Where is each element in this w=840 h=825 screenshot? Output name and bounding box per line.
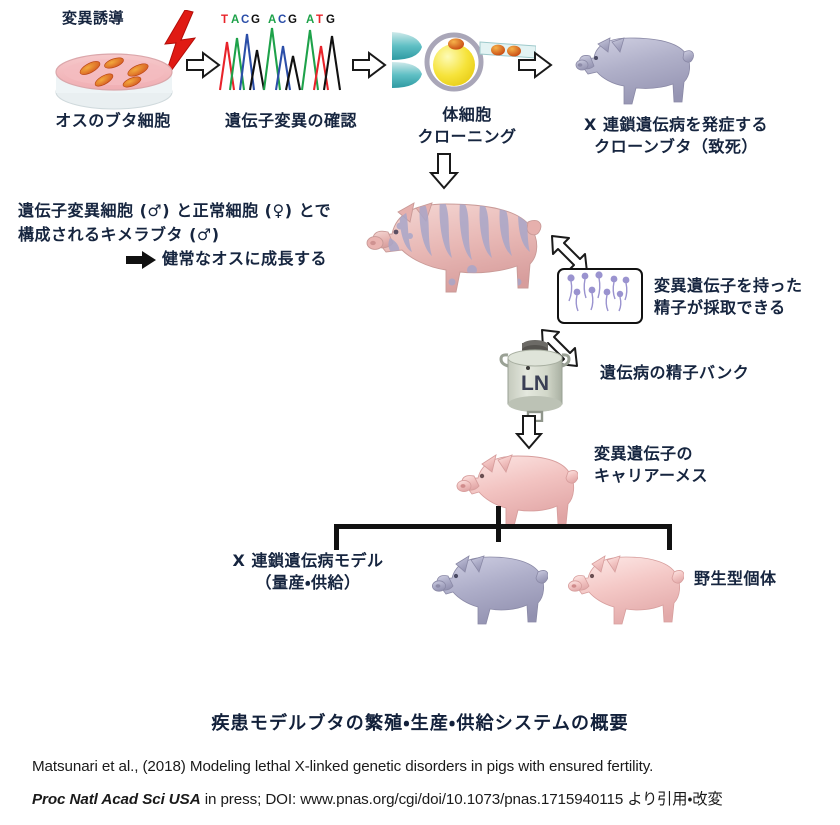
svg-text:A: A [306,14,314,26]
clone-pig-icon [566,18,702,117]
male-pig-cells-label: オスのブタ細胞 [55,111,171,130]
clone-pig-label: X 連鎖遺伝病を発症する クローンブタ（致死） [584,115,768,156]
solid-arrow-right-icon [126,251,156,274]
citation-doi: in press; DOI: www.pnas.org/cgi/doi/10.1… [200,791,723,808]
sperm-sample-box [557,268,643,324]
disease-model-pig-icon [428,542,549,635]
arrow-down-to-chimera [428,153,460,190]
chimera-pig-icon [352,186,552,303]
chimera-label-line2: 構成されるキメラブタ (♂) [18,225,220,244]
svg-text:C: C [278,14,286,26]
mutagenesis-label: 変異誘導 [62,9,125,27]
bracket-left-drop [334,524,339,550]
journal-name: Proc Natl Acad Sci USA [32,791,201,808]
wildtype-label: 野生型個体 [694,569,777,588]
svg-text:T: T [316,14,323,26]
disease-model-label: X 連鎖遺伝病モデル （量産・供給） [232,551,384,592]
bracket-right-drop [667,524,672,550]
svg-text:T: T [221,14,228,26]
arrow-right-1 [186,51,221,79]
arrow-down-to-carrier [514,415,544,450]
arrow-right-2 [352,51,387,79]
svg-text:A: A [268,14,276,26]
svg-text:G: G [251,14,260,26]
svg-text:LN: LN [521,372,549,395]
nuclear-transfer-icon [392,20,537,101]
figure-title: 疾患モデルブタの繁殖・生産・供給システムの概要 [211,713,629,734]
sequencing-chromatogram-icon: T A C G A C G A T G [218,12,360,97]
citation-line-2: Proc Natl Acad Sci USA in press; DOI: ww… [32,787,723,809]
carrier-female-label: 変異遺伝子の キャリアーメス [594,444,708,485]
liquid-nitrogen-tank-icon: LN [492,336,578,427]
petri-dish-icon [48,46,180,117]
svg-text:A: A [231,14,239,26]
lightning-bolt-icon [155,9,201,87]
mutation-confirmation-label: 遺伝子変異の確認 [224,111,357,130]
svg-text:C: C [241,14,249,26]
arrow-right-3 [518,51,553,79]
bracket-horizontal [334,524,672,529]
chimera-result-label: 健常なオスに成長する [162,249,328,268]
svg-text:G: G [326,14,335,26]
sperm-bank-label: 遺伝病の精子バンク [600,363,750,382]
scnt-label: 体細胞 クローニング [417,105,517,146]
svg-text:G: G [288,14,297,26]
carrier-female-pig-icon [452,440,579,537]
citation-line-1: Matsunari et al., (2018) Modeling lethal… [32,758,654,775]
sperm-collection-label: 変異遺伝子を持った 精子が採取できる [654,276,803,317]
chimera-label-line1: 遺伝子変異細胞 (♂) と正常細胞 (♀) とで [18,201,332,220]
wildtype-pig-icon [564,542,685,635]
